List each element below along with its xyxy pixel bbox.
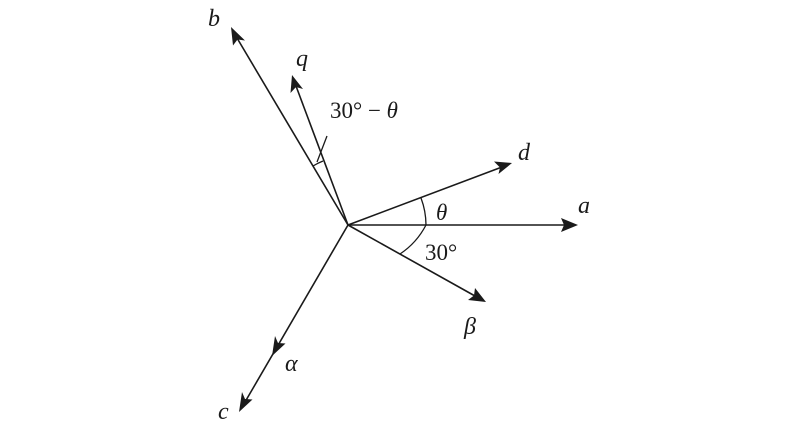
label-thirty-degrees: 30°: [425, 240, 457, 265]
axis-d: [347, 161, 512, 226]
axis-b: [231, 27, 349, 226]
axis-alpha: [272, 336, 286, 356]
theta-arc: [420, 197, 427, 226]
axis-d-line: [347, 166, 503, 226]
thirty-minus-theta-arc: [312, 160, 324, 167]
label-b: b: [208, 6, 220, 32]
axis-a: [348, 218, 578, 232]
label-alpha: α: [285, 351, 298, 377]
axis-c: [239, 224, 349, 412]
label-d: d: [518, 140, 531, 166]
axis-alpha-arrowhead: [272, 336, 286, 356]
label-theta: θ: [436, 200, 447, 225]
label-a: a: [578, 193, 590, 219]
label-q: q: [296, 46, 308, 72]
axis-b-arrowhead: [231, 27, 245, 46]
label-beta: β: [463, 314, 476, 340]
thirty-degree-arc: [399, 224, 427, 255]
axis-q-line: [295, 85, 349, 226]
axis-c-line: [244, 224, 349, 403]
axis-beta-line: [347, 224, 476, 297]
axis-beta-arrowhead: [468, 288, 486, 302]
label-thirty-minus-theta: 30° − θ: [330, 98, 398, 123]
axis-d-arrowhead: [494, 161, 512, 174]
axis-q-arrowhead: [290, 75, 303, 93]
axis-q: [290, 75, 349, 226]
axis-a-arrowhead: [561, 218, 578, 232]
axis-b-line: [236, 37, 349, 226]
label-c: c: [218, 399, 229, 425]
axis-c-arrowhead: [239, 392, 253, 412]
axis-beta: [347, 224, 486, 302]
thirty-minus-theta-leader: [316, 135, 328, 163]
